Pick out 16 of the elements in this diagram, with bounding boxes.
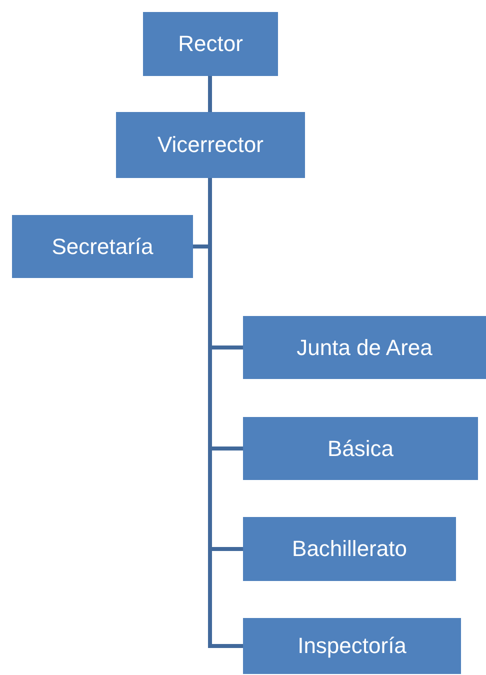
org-box (12, 215, 193, 278)
box-label: Rector (178, 30, 243, 58)
org-box (243, 316, 486, 379)
org-box (243, 618, 461, 674)
org-box (243, 417, 478, 480)
connector-line (208, 178, 243, 648)
connector-line (208, 76, 212, 112)
box-label: Junta de Area (296, 334, 432, 362)
box-label: Secretaría (52, 232, 154, 260)
box-label: Básica (327, 434, 394, 462)
box-label: Bachillerato (292, 535, 407, 563)
box-label: Inspectoría (298, 632, 406, 660)
box-label: Vicerrector (158, 131, 264, 159)
org-box (116, 112, 305, 178)
org-box (243, 517, 456, 581)
org-box (143, 12, 278, 76)
